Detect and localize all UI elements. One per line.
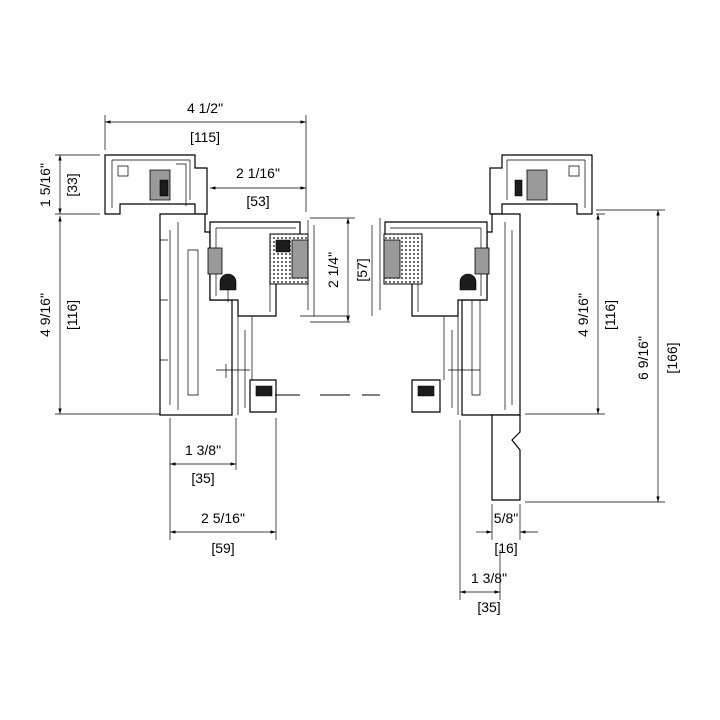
sash-width-in: 2 1/16" (236, 165, 280, 181)
right-ext-in: 5/8" (494, 510, 518, 526)
dimension-right-inner: 1 3/8" [35] (460, 550, 507, 615)
left-height-mm: [116] (64, 300, 80, 330)
dimension-left-height: 4 9/16" [116] (37, 216, 160, 415)
sash-width-mm: [53] (246, 193, 269, 209)
right-inner-in: 1 3/8" (471, 570, 507, 586)
right-overall-mm: [166] (664, 342, 680, 373)
dimension-left-bottom: 2 5/16" [59] (170, 510, 276, 556)
right-overall-in: 6 9/16" (635, 336, 651, 380)
left-inner-in: 1 3/8" (185, 442, 221, 458)
right-inner-mm: [35] (477, 599, 500, 615)
left-bottom-mm: [59] (211, 540, 234, 556)
head-height-mm: [33] (64, 173, 80, 196)
dimension-glass-depth: 2 1/4" [57] (310, 217, 370, 323)
left-bottom-in: 2 5/16" (201, 510, 245, 526)
dimension-sash-width: 2 1/16" [53] (210, 165, 306, 209)
left-frame-section (104, 154, 350, 416)
dimension-right-overall: 6 9/16" [166] (525, 209, 680, 503)
glass-depth-mm: [57] (354, 258, 370, 281)
dimension-head-height: 1 5/16" [33] (37, 154, 100, 215)
overall-width-mm: [115] (190, 129, 220, 145)
glass-depth-in: 2 1/4" (325, 252, 341, 288)
right-ext-mm: [16] (494, 540, 517, 556)
left-inner-mm: [35] (191, 470, 214, 486)
dimension-right-height: 4 9/16" [116] (525, 213, 618, 415)
right-height-mm: [116] (602, 300, 618, 330)
dimension-left-inner: 1 3/8" [35] (169, 418, 277, 540)
right-frame-section (371, 154, 593, 501)
overall-width-in: 4 1/2" (187, 100, 223, 116)
dimension-overall-width: 4 1/2" [115] (104, 100, 307, 212)
left-height-in: 4 9/16" (37, 293, 53, 337)
head-height-in: 1 5/16" (37, 163, 53, 207)
right-height-in: 4 9/16" (575, 293, 591, 337)
